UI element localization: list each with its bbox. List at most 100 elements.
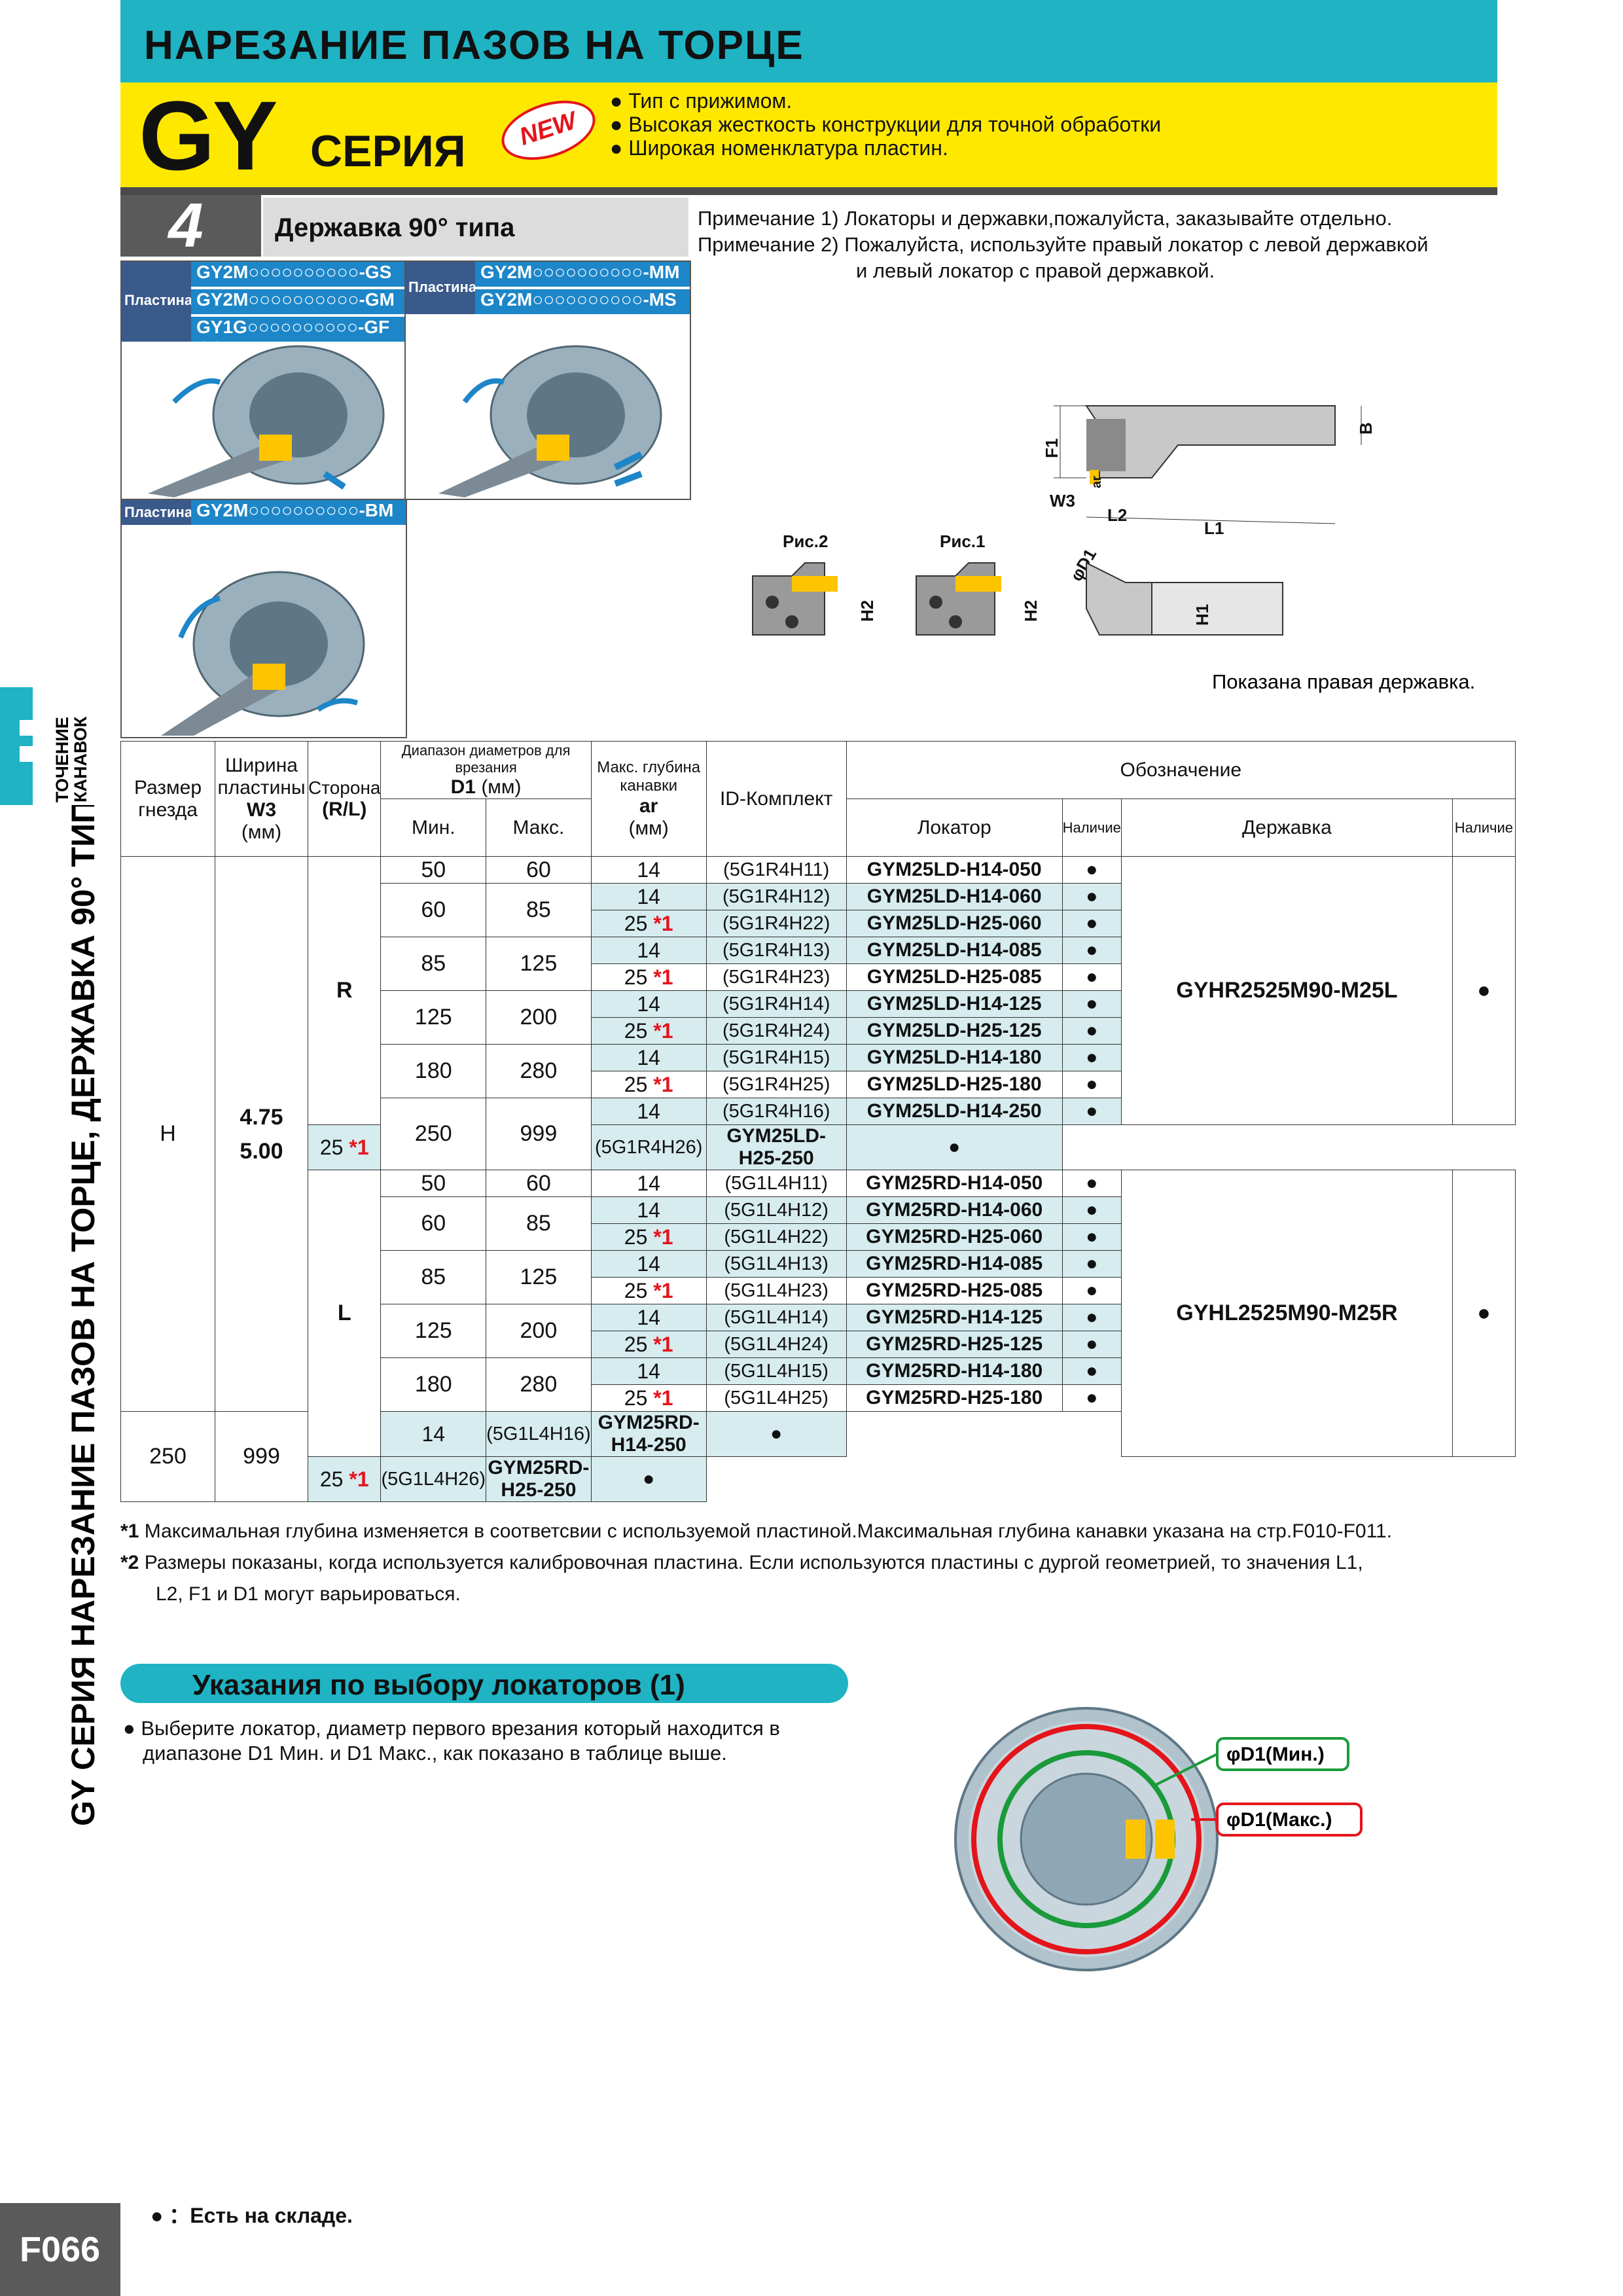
dim-l2: L2 <box>1107 505 1127 525</box>
series-banner: GY СЕРИЯ NEW ● Тип с прижимом.● Высокая … <box>120 82 1497 187</box>
depth-cell: 25 *1 <box>307 1456 382 1502</box>
avail-dot: ● <box>1061 1384 1122 1412</box>
avail-dot: ● <box>1061 1071 1122 1098</box>
dim-w3: W3 <box>1050 491 1075 511</box>
locator-selection-diagram: φD1(Мин.) φD1(Макс.) <box>954 1707 1363 1971</box>
id-cell: (5G1R4H25) <box>705 1071 847 1098</box>
turning-illustration-3 <box>161 571 365 736</box>
avail-dot: ● <box>1061 1250 1122 1278</box>
depth-cell: 14 <box>590 1170 707 1197</box>
id-cell: (5G1R4H14) <box>705 990 847 1018</box>
side-long-text: СЕРИЯ НАРЕЗАНИЕ ПАЗОВ НА ТОРЦЕ, ДЕРЖАВКА… <box>65 805 101 1780</box>
page-number: F066 <box>20 2230 101 2269</box>
id-cell: (5G1R4H16) <box>705 1098 847 1125</box>
table-row: 25 *1(5G1L4H24)GYM25RD-H25-125● <box>121 1331 1516 1358</box>
header-avail: Наличие <box>1061 798 1122 857</box>
id-cell: (5G1R4H13) <box>705 937 847 964</box>
max-cell: 60 <box>486 1170 592 1197</box>
side-tab-line2: КАНАВОК <box>71 716 90 802</box>
insert-code: GY2M○○○○○○○○○○-MS <box>475 289 690 314</box>
turning-illustration-2 <box>438 345 662 497</box>
depth-cell: 25 *1 <box>590 1384 707 1412</box>
table-row: 25 *1(5G1L4H23)GYM25RD-H25-085● <box>121 1277 1516 1304</box>
side-gy: GY <box>65 1779 101 1826</box>
table-row: 25 *1(5G1L4H25)GYM25RD-H25-180● <box>121 1384 1516 1412</box>
page-number-box: F066 <box>0 2203 120 2296</box>
header-size: Размер гнезда <box>120 741 215 857</box>
avail-dot: ● <box>1061 910 1122 937</box>
page-title: НАРЕЗАНИЕ ПАЗОВ НА ТОРЦЕ <box>144 23 804 68</box>
locator-cell: GYM25LD-H25-085 <box>846 963 1063 991</box>
max-cell: 125 <box>486 1250 592 1304</box>
label-max: φD1(Макс.) <box>1226 1809 1332 1831</box>
avail-dot: ● <box>590 1456 707 1502</box>
locator-cell: GYM25LD-H25-250 <box>705 1124 847 1170</box>
footnotes: *1 Максимальная глубина изменяется в соо… <box>120 1516 1392 1610</box>
note-1: Примечание 1) Локаторы и державки,пожалу… <box>698 207 1393 230</box>
id-cell: (5G1L4H15) <box>705 1357 847 1385</box>
feature-list: ● Тип с прижимом.● Высокая жесткость кон… <box>607 89 1161 160</box>
feature-item: ● Тип с прижимом. <box>610 89 793 113</box>
depth-cell: 14 <box>590 937 707 964</box>
avail-dot: ● <box>1061 937 1122 964</box>
table-row: 25 *1(5G1L4H22)GYM25RD-H25-060● <box>121 1223 1516 1251</box>
side-tab-label: ТОЧЕНИЕ КАНАВОК <box>20 716 90 802</box>
note-3: и левый локатор с правой державкой. <box>856 259 1215 282</box>
header-designation: Обозначение <box>846 741 1516 799</box>
max-cell: 200 <box>486 990 592 1045</box>
min-cell: 250 <box>120 1411 215 1502</box>
avail-dot: ● <box>1061 1170 1122 1197</box>
insert-label: Пластина <box>122 500 192 525</box>
max-cell: 60 <box>486 856 592 884</box>
guide-title-bar: Указания по выбору локаторов (1) <box>120 1664 848 1703</box>
fig2-label: Рис.2 <box>783 531 828 551</box>
avail-dot: ● <box>1061 856 1122 884</box>
locator-cell: GYM25RD-H25-085 <box>846 1277 1063 1304</box>
depth-cell: 25 *1 <box>590 1017 707 1045</box>
locator-cell: GYM25LD-H25-060 <box>846 910 1063 937</box>
avail-dot: ● <box>1061 1196 1122 1224</box>
insert-panel-2: Пластина GY2M○○○○○○○○○○-MM GY2M○○○○○○○○○… <box>404 260 691 500</box>
depth-cell: 14 <box>590 1044 707 1071</box>
section-title-box <box>263 198 688 257</box>
depth-cell: 25 *1 <box>590 963 707 991</box>
max-cell: 280 <box>486 1357 592 1412</box>
header-title-bar: НАРЕЗАНИЕ ПАЗОВ НА ТОРЦЕ <box>120 0 1497 82</box>
holder-drawing: F1 B ar W3 L2 L1 Рис.2 H2 Рис.1 H2 φD1 H… <box>752 405 1475 693</box>
locator-cell: GYM25LD-H14-125 <box>846 990 1063 1018</box>
insert-code: GY1G○○○○○○○○○○-GF GS <box>191 317 406 358</box>
locator-cell: GYM25RD-H14-125 <box>846 1304 1063 1331</box>
side-cell: L <box>307 1170 382 1457</box>
table-row: 25 *1(5G1R4H26)GYM25LD-H25-250● <box>121 1124 1516 1170</box>
locator-cell: GYM25RD-H14-250 <box>590 1411 707 1457</box>
id-cell: (5G1R4H26) <box>590 1124 707 1170</box>
depth-cell: 14 <box>590 1304 707 1331</box>
depth-cell: 14 <box>590 883 707 910</box>
avail-dot: ● <box>705 1411 847 1457</box>
id-cell: (5G1L4H12) <box>705 1196 847 1224</box>
min-cell: 180 <box>380 1357 487 1412</box>
insert-panel-3: Пластина GY2M○○○○○○○○○○-BM <box>120 500 407 738</box>
dim-h2b: H2 <box>1021 600 1041 622</box>
locator-cell: GYM25RD-H25-125 <box>846 1331 1063 1358</box>
min-cell: 50 <box>380 1170 487 1197</box>
dim-ar: ar <box>1090 476 1104 488</box>
new-badge: NEW <box>493 90 603 171</box>
depth-cell: 14 <box>590 1098 707 1125</box>
size-cell: H <box>120 856 215 1412</box>
id-cell: (5G1L4H14) <box>705 1304 847 1331</box>
max-cell: 85 <box>486 1196 592 1251</box>
avail-dot: ● <box>1061 1331 1122 1358</box>
avail-dot: ● <box>1061 1098 1122 1125</box>
guide-text: ● Выберите локатор, диаметр первого врез… <box>123 1717 780 1765</box>
locator-cell: GYM25RD-H14-060 <box>846 1196 1063 1224</box>
max-cell: 125 <box>486 937 592 991</box>
locator-cell: GYM25LD-H14-180 <box>846 1044 1063 1071</box>
holder-avail-dot: ● <box>1452 1170 1516 1457</box>
avail-dot: ● <box>1061 1223 1122 1251</box>
